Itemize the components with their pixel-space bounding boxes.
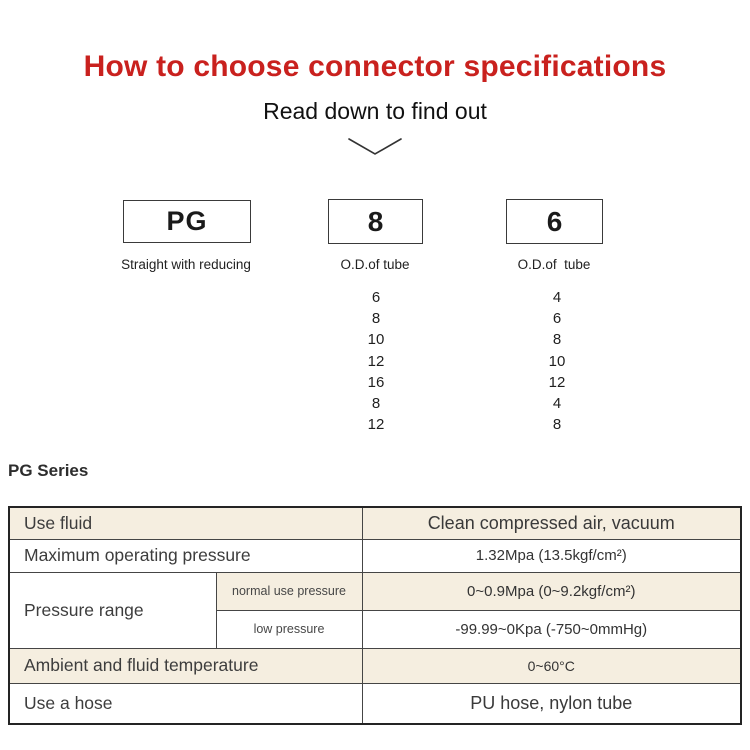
row-value-low-pressure: -99.99~0Kpa (-750~0mmHg) [361, 609, 742, 649]
table-row-low-pressure: low pressure -99.99~0Kpa (-750~0mmHg) [9, 609, 742, 649]
row-label-pressure-range: Pressure range [8, 571, 217, 649]
spec-code-label-tube-od-2: 6 [546, 205, 563, 237]
spec-code-label-pg: PG [166, 206, 208, 236]
spec-code-box-tube-od-1: 8 [328, 199, 423, 244]
row-value-max-pressure: 1.32Mpa (13.5kgf/cm²) [361, 538, 742, 573]
series-heading: PG Series [8, 461, 89, 480]
page-title: How to choose connector specifications [83, 50, 667, 83]
sub-label-normal-use-pressure: normal use pressure [215, 571, 363, 611]
tube-od-option: 12 [367, 352, 385, 370]
row-value-normal-use-pressure: 0~0.9Mpa (0~9.2kgf/cm²) [361, 571, 742, 611]
tube-od-option: 8 [552, 416, 562, 434]
spec-code-box-tube-od-2: 6 [506, 199, 603, 244]
tube-od-option: 8 [552, 331, 562, 349]
table-row-normal-pressure: Pressure range normal use pressure 0~0.9… [8, 571, 742, 649]
tube-od-option: 8 [371, 395, 381, 413]
tube-od-options-list-1: 6 8 10 12 16 8 12 [316, 287, 436, 435]
table-row-use-fluid: Use fluid Clean compressed air, vacuum [8, 506, 742, 540]
spec-caption-tube-od-2: O.D.of tube [517, 257, 591, 272]
tube-od-option: 4 [552, 289, 562, 306]
sub-label-low-pressure: low pressure [215, 609, 363, 649]
table-row-temperature: Ambient and fluid temperature 0~60°C [8, 647, 742, 684]
tube-od-option: 10 [548, 352, 566, 370]
chevron-down-icon [348, 138, 402, 155]
tube-od-option: 6 [371, 289, 381, 306]
tube-od-option: 12 [367, 416, 385, 434]
tube-od-option: 8 [371, 310, 381, 328]
spec-caption-pg: Straight with reducing [121, 257, 251, 272]
row-value-use-fluid: Clean compressed air, vacuum [361, 506, 742, 540]
tube-od-option: 16 [367, 373, 385, 391]
table-row-max-pressure: Maximum operating pressure 1.32Mpa (13.5… [8, 538, 742, 573]
spec-table: Use fluid Clean compressed air, vacuum M… [8, 506, 742, 725]
row-label-max-pressure: Maximum operating pressure [8, 538, 363, 573]
row-label-hose: Use a hose [8, 682, 363, 725]
row-label-temperature: Ambient and fluid temperature [8, 647, 363, 684]
row-value-temperature: 0~60°C [361, 647, 742, 684]
row-value-hose: PU hose, nylon tube [361, 682, 742, 725]
row-label-use-fluid: Use fluid [8, 506, 363, 540]
spec-caption-tube-od-1: O.D.of tube [340, 257, 410, 272]
page-subtitle: Read down to find out [263, 98, 487, 124]
tube-od-option: 12 [548, 373, 566, 391]
tube-od-option: 10 [367, 331, 385, 349]
spec-code-box-pg: PG [123, 200, 251, 243]
tube-od-options-list-2: 4 6 8 10 12 4 8 [497, 287, 617, 435]
tube-od-option: 4 [552, 395, 562, 413]
tube-od-option: 6 [552, 310, 562, 328]
table-row-hose: Use a hose PU hose, nylon tube [8, 682, 742, 725]
spec-code-label-tube-od-1: 8 [367, 205, 384, 237]
